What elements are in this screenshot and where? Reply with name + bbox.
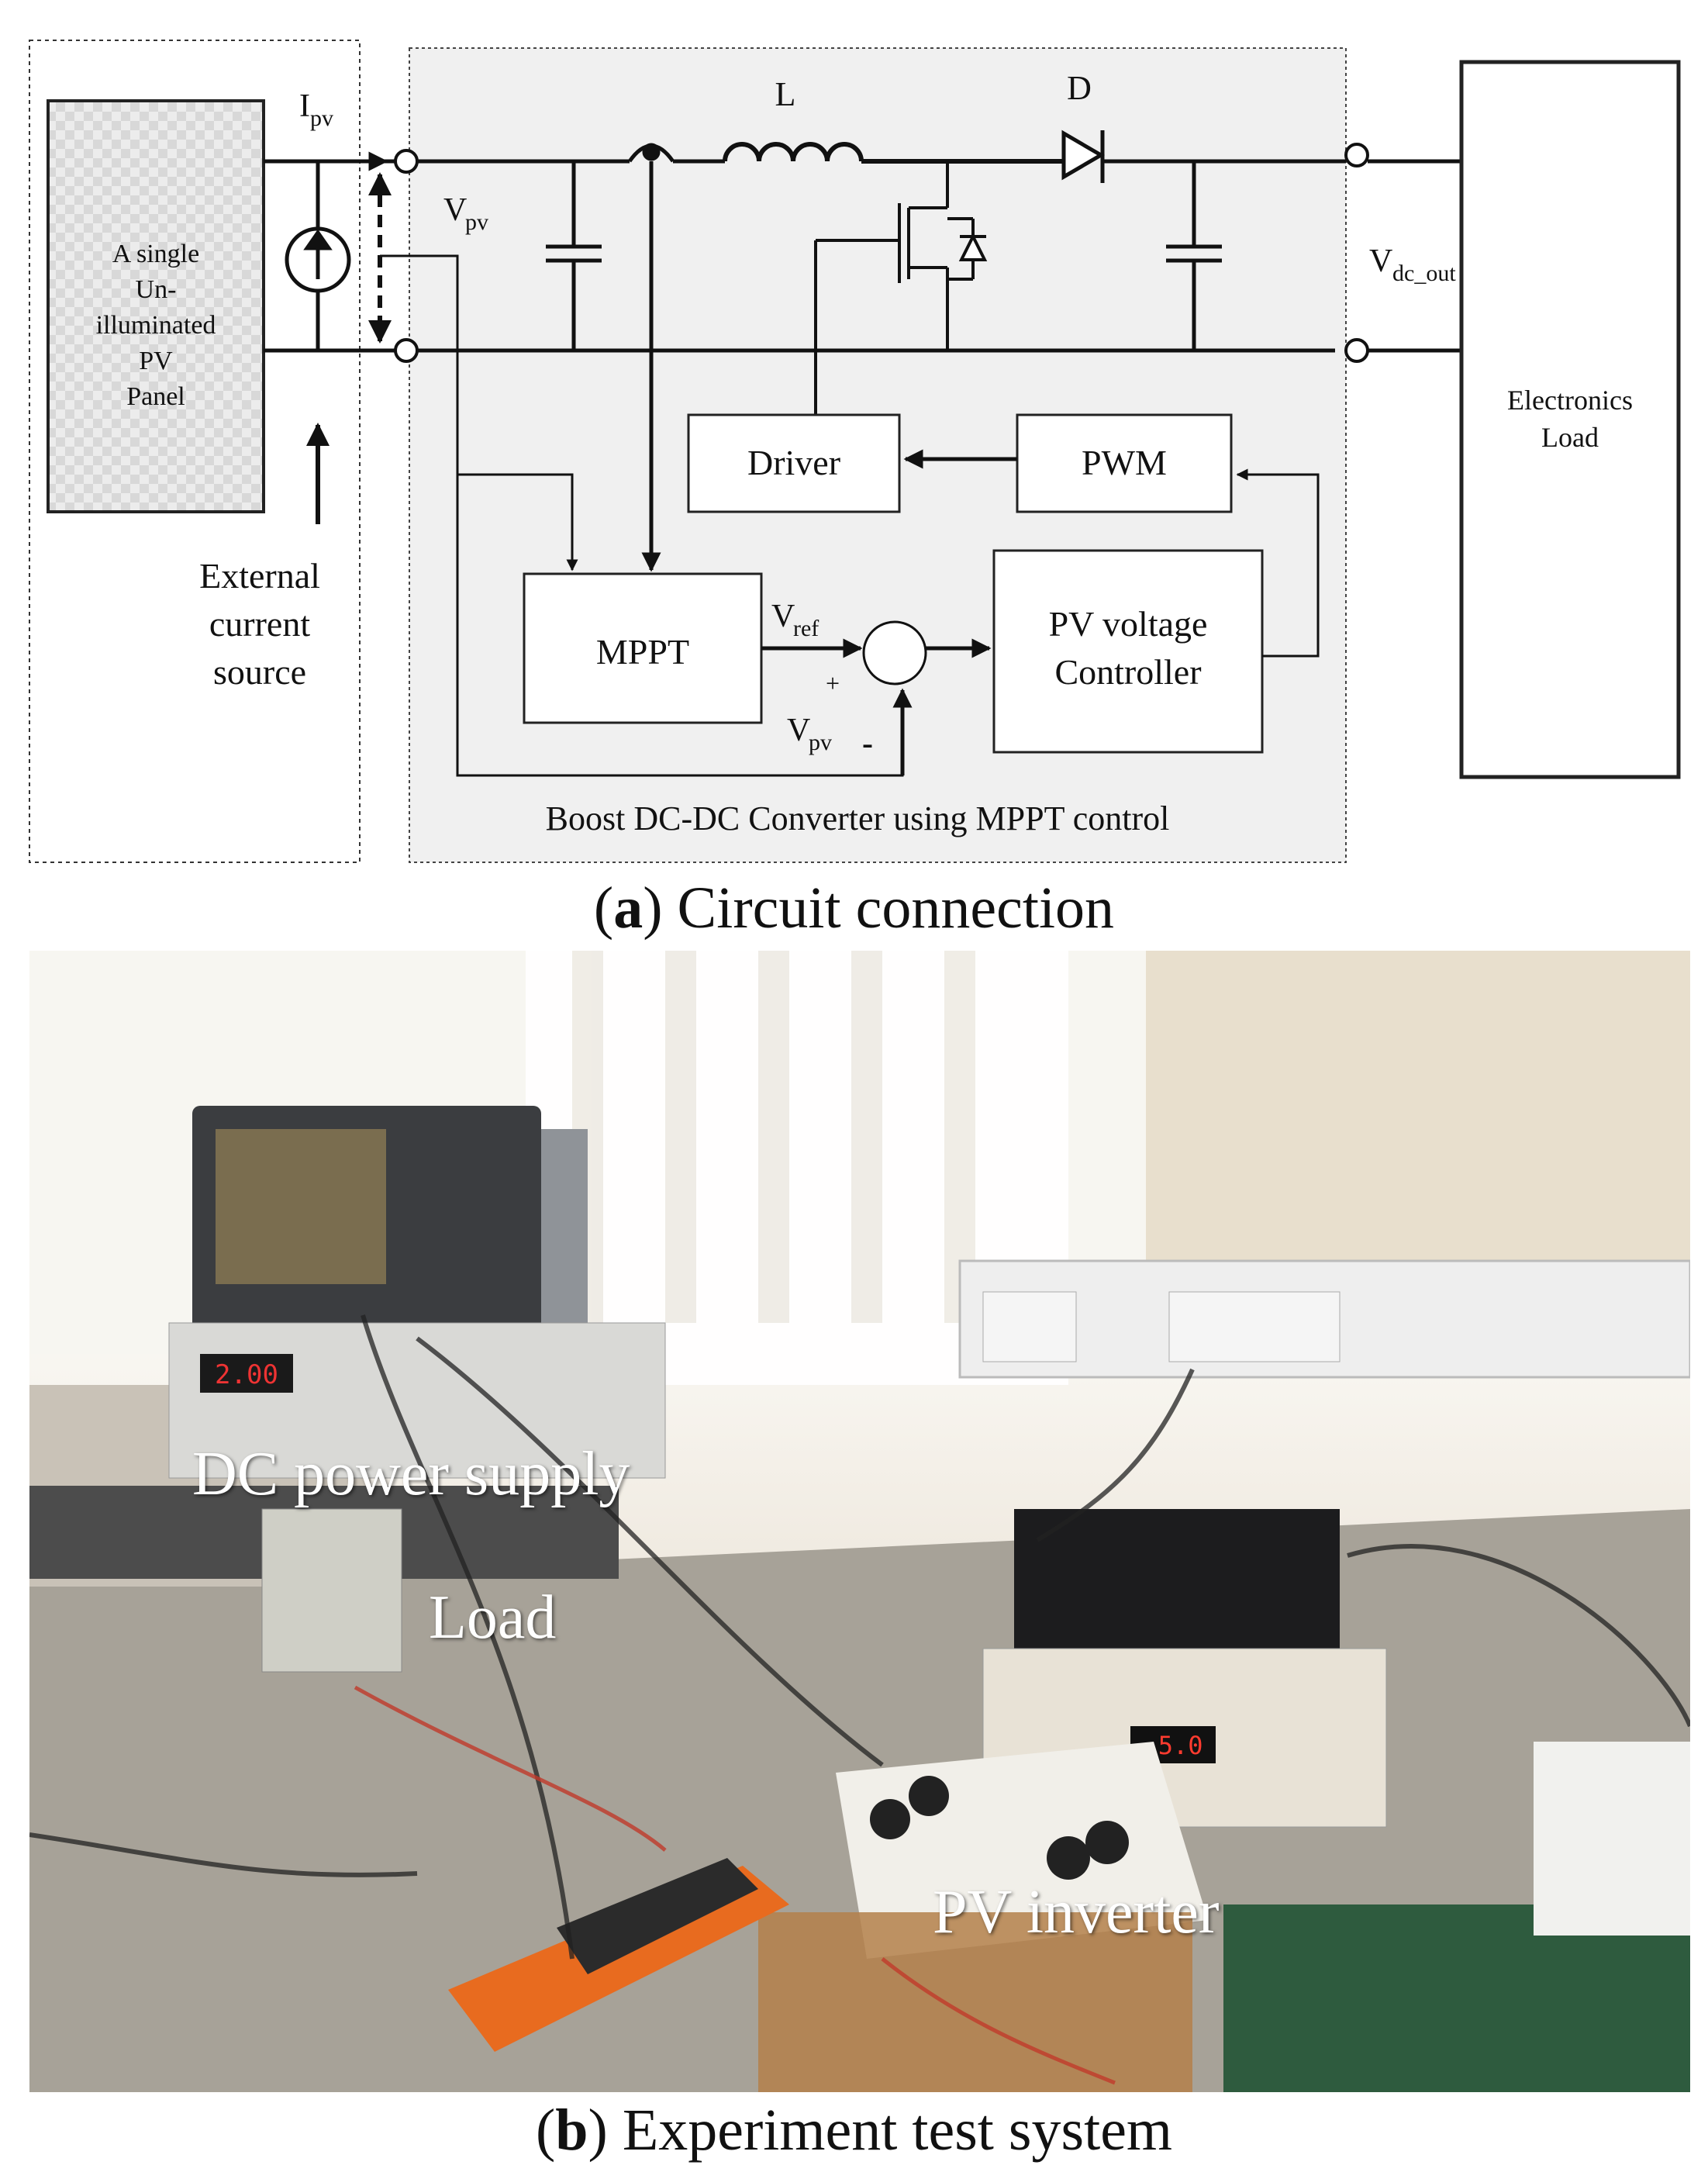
bench-psu: -5.0 xyxy=(982,1509,1387,1828)
red-cables xyxy=(354,1685,1116,2085)
ipv-label: I pv xyxy=(299,88,333,131)
minus-sign: - xyxy=(862,726,873,761)
vpv-label: V pv xyxy=(443,192,488,235)
vpv-main: V xyxy=(443,192,467,228)
controller-to-pwm-wire xyxy=(1236,468,1320,658)
pv-voltage-controller: PV voltage Controller xyxy=(992,549,1264,754)
mosfet-switch xyxy=(814,161,988,419)
electronic-load-unit xyxy=(29,1486,619,1673)
driver-label: Driver xyxy=(747,443,840,482)
driver-block: Driver xyxy=(687,413,901,513)
oscilloscope xyxy=(192,1106,588,1331)
pwm-block: PWM xyxy=(1016,413,1233,513)
pv-panel-line5: Panel xyxy=(126,382,185,411)
converter-caption: Boost DC-DC Converter using MPPT control xyxy=(546,799,1170,837)
diode-D xyxy=(1061,129,1346,183)
current-sense-line xyxy=(627,143,725,572)
caption-b-letter: b xyxy=(555,2098,588,2163)
pv-panel-line2: Un- xyxy=(136,275,177,304)
label-load: Load xyxy=(429,1583,557,1652)
controller-line1: PV voltage xyxy=(1049,604,1208,644)
vref-main: V xyxy=(771,599,795,634)
input-capacitor xyxy=(546,161,602,351)
mppt-label: MPPT xyxy=(596,632,689,672)
vout-main: V xyxy=(1369,243,1392,279)
pv-panel: A single Un- illuminated PV Panel xyxy=(47,99,265,513)
vref-label: V ref xyxy=(771,599,819,641)
multimeter xyxy=(448,1858,789,2052)
plus-sign: + xyxy=(826,669,840,697)
caption-a-letter: a xyxy=(613,875,644,941)
caption-b: (b) Experiment test system xyxy=(535,2098,1173,2163)
vout-label: V dc_out xyxy=(1369,243,1456,286)
vpv-feedback-label: V pv xyxy=(787,713,832,755)
circuit-diagram: A single Un- illuminated PV Panel I pv xyxy=(29,40,1681,863)
caption-a: (a) Circuit connection xyxy=(593,875,1115,941)
label-pv-inverter: PV inverter xyxy=(933,1878,1220,1946)
pv-panel-line1: A single xyxy=(112,240,199,268)
pv-inverter-board xyxy=(758,1742,1690,2092)
current-source-symbol xyxy=(285,161,351,351)
ext-source-line2: current xyxy=(209,604,310,644)
load-line2: Load xyxy=(1541,422,1599,453)
ext-source-line1: External xyxy=(199,556,320,596)
inductor-L xyxy=(723,142,1062,164)
experiment-photo: 2.00 -5.0 xyxy=(29,951,1690,2092)
caption-a-text: Circuit connection xyxy=(677,875,1115,941)
vpv-feedback-main: V xyxy=(787,713,810,748)
electronics-load: Electronics Load xyxy=(1459,60,1681,779)
output-capacitor xyxy=(1166,161,1222,351)
ipv-sub: pv xyxy=(310,105,333,131)
mppt-block: MPPT xyxy=(523,572,763,724)
diode-label: D xyxy=(1067,69,1092,107)
source-region xyxy=(29,40,361,863)
controller-line2: Controller xyxy=(1054,652,1201,692)
photo-scene: 2.00 -5.0 xyxy=(29,951,1690,2092)
power-rails xyxy=(264,159,1461,353)
caption-b-text: Experiment test system xyxy=(622,2098,1173,2163)
inductor-label: L xyxy=(775,75,796,113)
cables xyxy=(29,1314,1690,1960)
label-dc-power-supply: DC power supply xyxy=(192,1440,630,1508)
vpv-sub: pv xyxy=(465,209,488,235)
vout-sub: dc_out xyxy=(1392,261,1456,286)
output-terminals xyxy=(1344,143,1369,363)
summing-junction xyxy=(862,620,927,685)
ipv-main: I xyxy=(299,88,310,124)
pv-panel-line3: illuminated xyxy=(96,311,216,340)
supply-readout: 2.00 xyxy=(215,1359,278,1390)
input-terminals xyxy=(394,149,419,363)
vpv-feedback-sub: pv xyxy=(809,730,832,755)
ext-source-line3: source xyxy=(213,652,306,692)
load-line1: Electronics xyxy=(1507,385,1633,416)
external-source-label: External current source xyxy=(199,556,320,692)
pwm-label: PWM xyxy=(1082,443,1167,482)
vref-sub: ref xyxy=(793,616,819,641)
pv-panel-line4: PV xyxy=(139,347,173,375)
